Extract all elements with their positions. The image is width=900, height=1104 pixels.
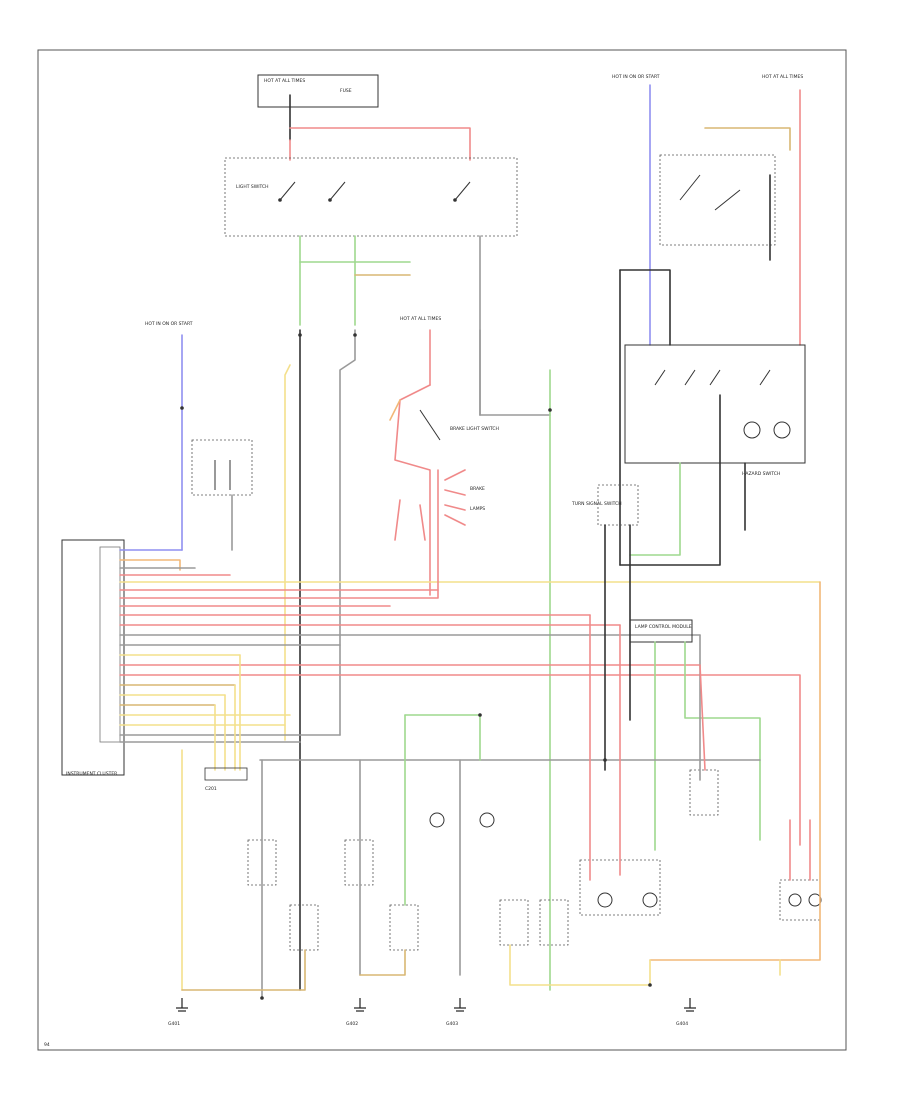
junctions <box>180 333 652 1000</box>
fuse-header-right-a: HOT IN ON OR START <box>612 74 660 80</box>
connector-c201 <box>204 767 248 781</box>
light-switch-label: LIGHT SWITCH <box>236 184 269 190</box>
svg-text:BRAKE: BRAKE <box>470 486 485 492</box>
instrument-cluster-box <box>61 539 125 776</box>
ground-label-1: G401 <box>168 1021 180 1027</box>
ground-4: G404 <box>676 998 696 1027</box>
brake-switch-label: BRAKE LIGHT SWITCH <box>450 426 499 432</box>
grounds: G401 G402 G403 G404 <box>168 998 696 1027</box>
ground-label-4: G404 <box>676 1021 688 1027</box>
brake-switch-section: BRAKE LIGHT SWITCH BRAKE LAMPS <box>389 384 499 596</box>
cluster-connector <box>99 546 121 743</box>
ground-label-2: G402 <box>346 1021 358 1027</box>
fuse-label-top: FUSE <box>340 88 352 94</box>
left-side: HOT IN ON OR START INSTRUMENT CLUSTER <box>61 321 821 846</box>
light-switch-section: HOT AT ALL TIMES FUSE LIGHT SWITCH <box>224 74 518 416</box>
ground-label-3: G403 <box>446 1021 458 1027</box>
fuse-header-side: HOT IN ON OR START <box>145 321 193 327</box>
ground-2: G402 <box>346 998 366 1027</box>
lamp-control-label: LAMP CONTROL MODULE <box>635 624 692 630</box>
light-switch-box <box>224 157 518 237</box>
fuse-header-mid: HOT AT ALL TIMES <box>400 316 441 322</box>
connector-label: C201 <box>205 786 217 792</box>
hazard-switch-label: HAZARD SWITCH <box>742 471 780 477</box>
fuse-header-right-b: HOT AT ALL TIMES <box>762 74 803 80</box>
ground-1: G401 <box>168 998 188 1027</box>
diagram-border <box>37 49 847 1051</box>
ground-3: G403 <box>446 998 466 1027</box>
hazard-section: HOT IN ON OR START HOT AT ALL TIMES HAZA… <box>612 74 806 566</box>
turn-signal-section: TURN SIGNAL SWITCH LAMP CONTROL MODULE <box>571 484 761 851</box>
instrument-cluster-label: INSTRUMENT CLUSTER <box>66 771 117 777</box>
bottom-lamps <box>181 581 822 999</box>
fuse-header-left: HOT AT ALL TIMES <box>264 78 305 84</box>
fuse-box-top <box>257 74 379 108</box>
turn-signal-label: TURN SIGNAL SWITCH <box>571 501 622 507</box>
mid-fuses: HOT AT ALL TIMES <box>284 316 551 991</box>
footer-code: 94 <box>44 1042 50 1048</box>
hazard-switch-box <box>624 344 806 464</box>
svg-text:LAMPS: LAMPS <box>470 506 485 512</box>
lamp-control-box <box>629 619 693 643</box>
